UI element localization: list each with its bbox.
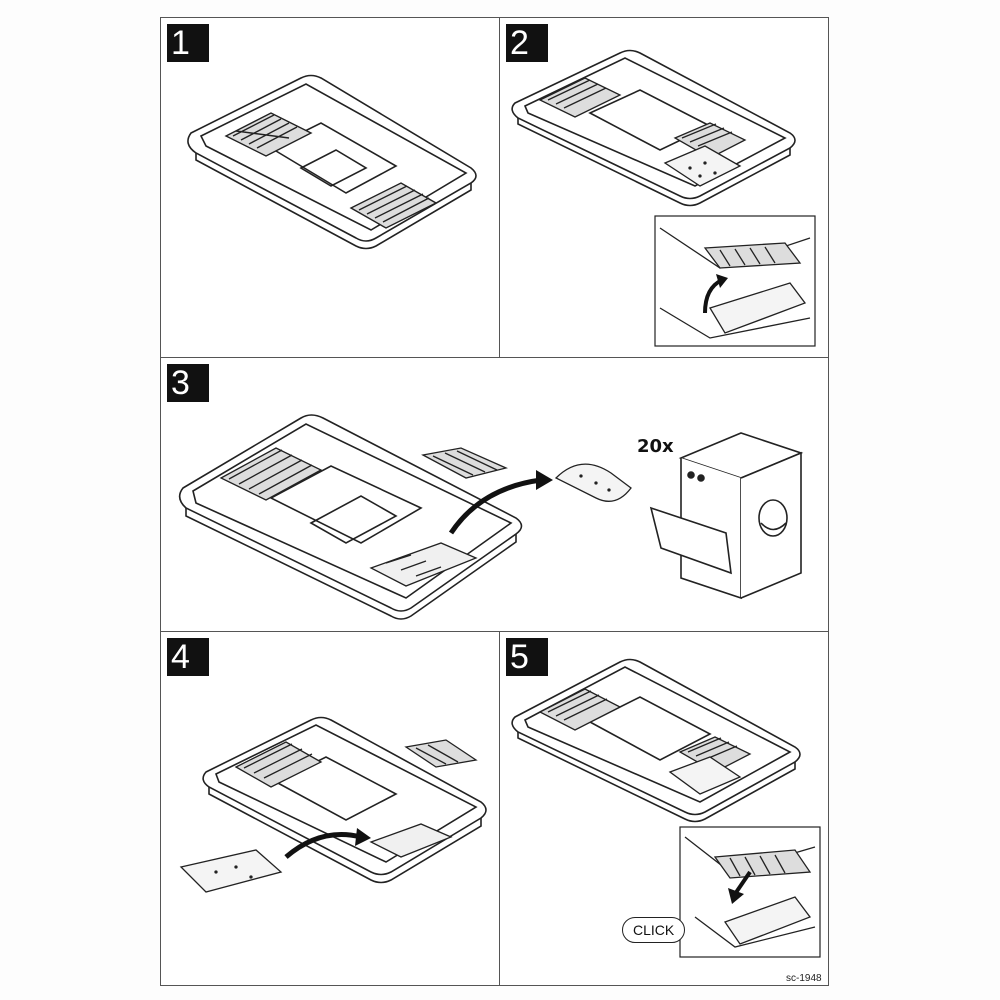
step-4-illustration <box>179 716 487 893</box>
grate-top <box>538 77 622 118</box>
grate-left <box>219 447 323 501</box>
step-5-badge: 5 <box>506 638 548 676</box>
document-code: sc-1948 <box>786 973 822 984</box>
inset-pad <box>723 896 812 945</box>
step-1-badge: 1 <box>167 24 209 62</box>
inset-grate <box>713 849 812 879</box>
grate-top <box>538 688 622 731</box>
inset-grate <box>703 242 802 269</box>
filter-pad <box>663 145 742 187</box>
grate-right <box>349 182 438 229</box>
filter-pad <box>668 756 742 795</box>
basket <box>369 823 453 858</box>
step-4-badge: 4 <box>167 638 209 676</box>
arrow-head-icon <box>536 470 553 490</box>
step-4-panel: 4 <box>160 631 500 986</box>
step-2-panel: 2 <box>499 17 829 358</box>
step-number: 1 <box>171 24 190 62</box>
step-3-illustration <box>178 414 804 620</box>
grate-left <box>224 112 313 157</box>
arrow-head-icon <box>728 888 744 904</box>
filter-pad <box>554 463 632 502</box>
filter-pad <box>179 849 283 893</box>
step-3-badge: 3 <box>167 364 209 402</box>
step-number: 4 <box>171 638 190 676</box>
step-2-illustration <box>511 49 816 347</box>
loose-grate <box>421 447 508 479</box>
down-arrow-icon <box>733 870 752 896</box>
step-2-badge: 2 <box>506 24 548 62</box>
loose-grate <box>404 739 478 768</box>
step-number: 2 <box>510 24 529 62</box>
step-1-illustration <box>187 74 477 250</box>
step-5-illustration <box>511 658 821 958</box>
click-callout: CLICK <box>622 917 686 943</box>
arrow-head-icon <box>355 828 371 846</box>
step-1-panel: 1 <box>160 17 500 358</box>
step-3-panel: 3 <box>160 357 829 632</box>
curved-arrow-icon <box>284 832 362 859</box>
inset-pad <box>709 282 807 334</box>
arrow-head-icon <box>716 274 728 288</box>
step-5-panel: 5 <box>499 631 829 986</box>
curved-arrow-icon <box>448 477 542 535</box>
grate-left <box>234 741 323 788</box>
basket <box>369 542 478 587</box>
dishwasher-icon <box>649 432 804 600</box>
repeat-count: 20x <box>637 436 674 457</box>
step-number: 3 <box>171 364 190 402</box>
step-number: 5 <box>510 638 529 676</box>
